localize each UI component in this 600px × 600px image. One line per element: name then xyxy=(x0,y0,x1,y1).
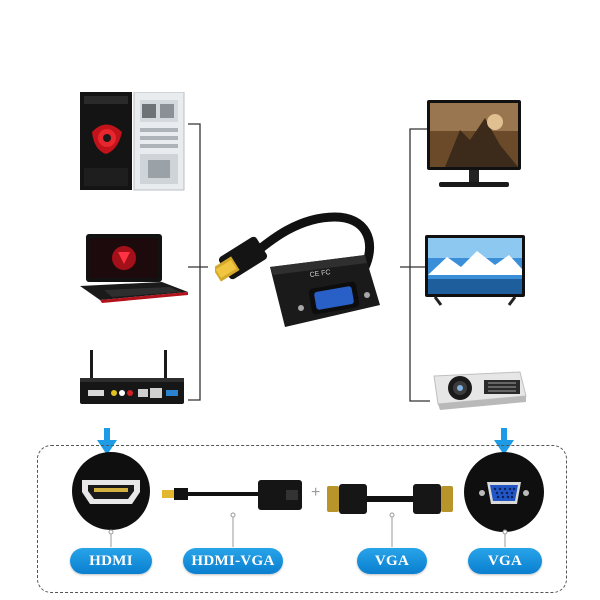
vga-port-label: VGA xyxy=(468,548,542,574)
vga-cable-image xyxy=(327,484,453,514)
left-bracket-lines xyxy=(188,123,208,401)
down-arrow-left-icon xyxy=(97,428,117,455)
connection-detail-frame xyxy=(37,445,567,593)
projector-image xyxy=(433,371,527,410)
vga-port-icon xyxy=(479,482,529,504)
hdmi-port-icon xyxy=(82,480,140,504)
hdmi-vga-label: HDMI-VGA xyxy=(183,548,283,574)
down-arrow-right-icon xyxy=(494,428,514,455)
adapter-small-image xyxy=(162,480,302,510)
plus-sign: + xyxy=(311,484,321,501)
television-image xyxy=(425,235,525,306)
desktop-pc-image xyxy=(80,92,185,191)
hdmi-label: HDMI xyxy=(70,548,152,574)
label-leader-lines xyxy=(108,512,508,547)
laptop-image xyxy=(80,234,188,303)
vga-cable-label: VGA xyxy=(357,548,427,574)
tv-box-image xyxy=(80,350,184,404)
hdmi-vga-adapter-image: CE FC xyxy=(215,212,380,327)
adapter-certification-mark: CE FC xyxy=(309,269,331,279)
monitor-image xyxy=(427,100,521,187)
